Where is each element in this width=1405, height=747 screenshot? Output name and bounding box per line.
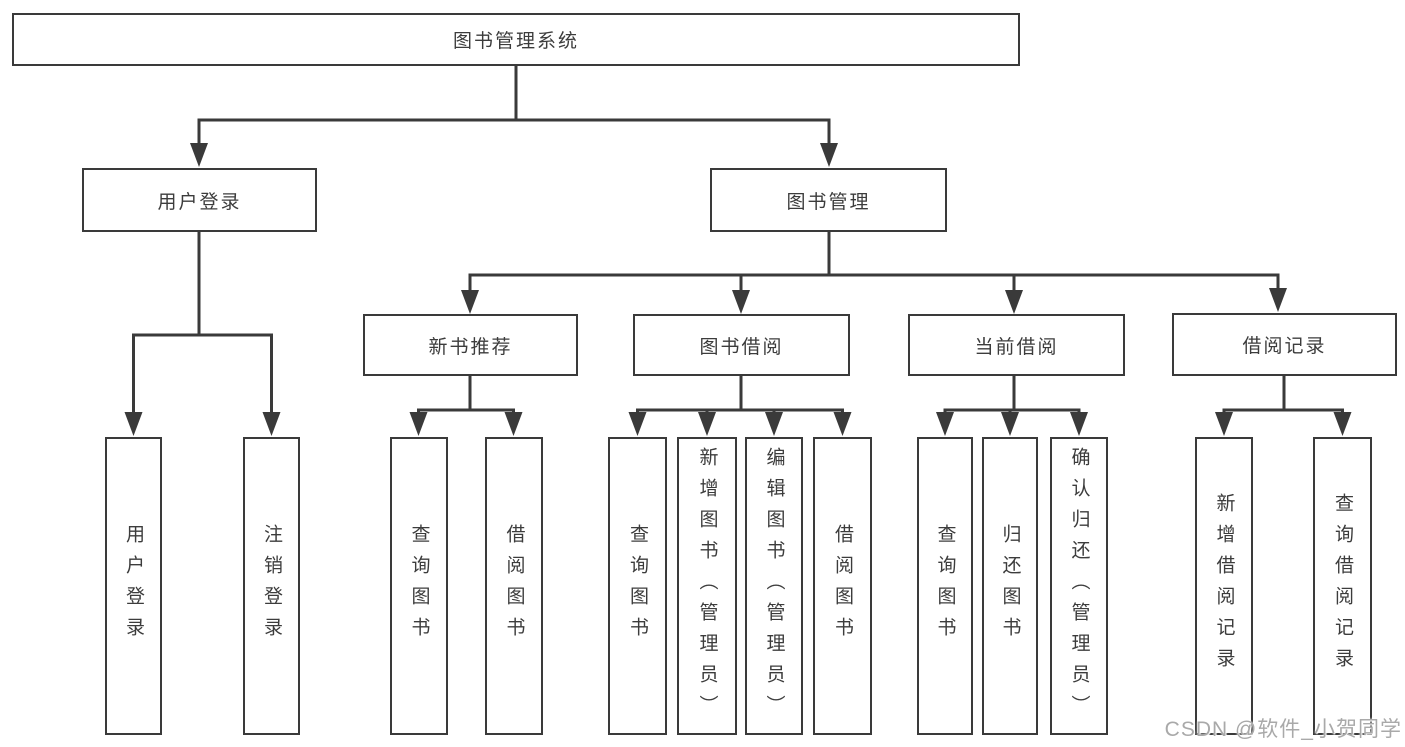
node-label: 新书推荐 [428,336,513,358]
node-label: 图书管理系统 [452,31,579,52]
node-add-borrow-record: 新增借阅记录 [1195,437,1253,735]
node-label: 图书管理 [786,191,871,213]
node-leaf-user-login: 用户登录 [105,437,162,735]
node-return-book: 归还图书 [982,437,1038,735]
node-label: 编辑图书（管理员） [763,446,785,726]
node-label: 查询图书 [627,524,648,648]
node-query-borrow-record: 查询借阅记录 [1313,437,1372,735]
node-label: 当前借阅 [974,336,1059,358]
node-label: 借阅图书 [503,524,525,648]
node-label: 查询借阅记录 [1332,493,1353,679]
node-new-book-recommend: 新书推荐 [363,314,578,376]
node-query-books-borrow: 查询图书 [608,437,667,735]
node-query-books-recommend: 查询图书 [390,437,448,735]
node-current-borrow: 当前借阅 [908,314,1125,376]
node-borrow-books: 借阅图书 [813,437,872,735]
node-leaf-logout: 注销登录 [243,437,300,735]
node-user-login: 用户登录 [82,168,317,232]
node-book-management: 图书管理 [710,168,947,232]
node-label: 查询图书 [408,524,430,648]
node-label: 新增图书（管理员） [696,446,718,726]
node-borrow-record: 借阅记录 [1172,313,1397,376]
node-book-borrow: 图书借阅 [633,314,850,376]
node-label: 用户登录 [157,191,242,213]
node-label: 借阅图书 [832,524,853,648]
node-label: 查询图书 [934,524,956,648]
node-label: 用户登录 [123,524,144,648]
node-query-books-current: 查询图书 [917,437,973,735]
node-label: 图书借阅 [699,336,784,358]
node-label: 注销登录 [261,524,282,648]
node-root: 图书管理系统 [12,13,1020,66]
csdn-watermark: CSDN @软件_小贺同学 [1164,718,1402,741]
node-label: 确认归还（管理员） [1068,446,1090,726]
node-add-book-admin: 新增图书（管理员） [677,437,737,735]
node-confirm-return-admin: 确认归还（管理员） [1050,437,1108,735]
node-edit-book-admin: 编辑图书（管理员） [745,437,803,735]
node-label: 归还图书 [999,524,1021,648]
node-label: 新增借阅记录 [1213,493,1235,679]
node-label: 借阅记录 [1242,336,1327,357]
node-borrow-books-recommend: 借阅图书 [485,437,543,735]
